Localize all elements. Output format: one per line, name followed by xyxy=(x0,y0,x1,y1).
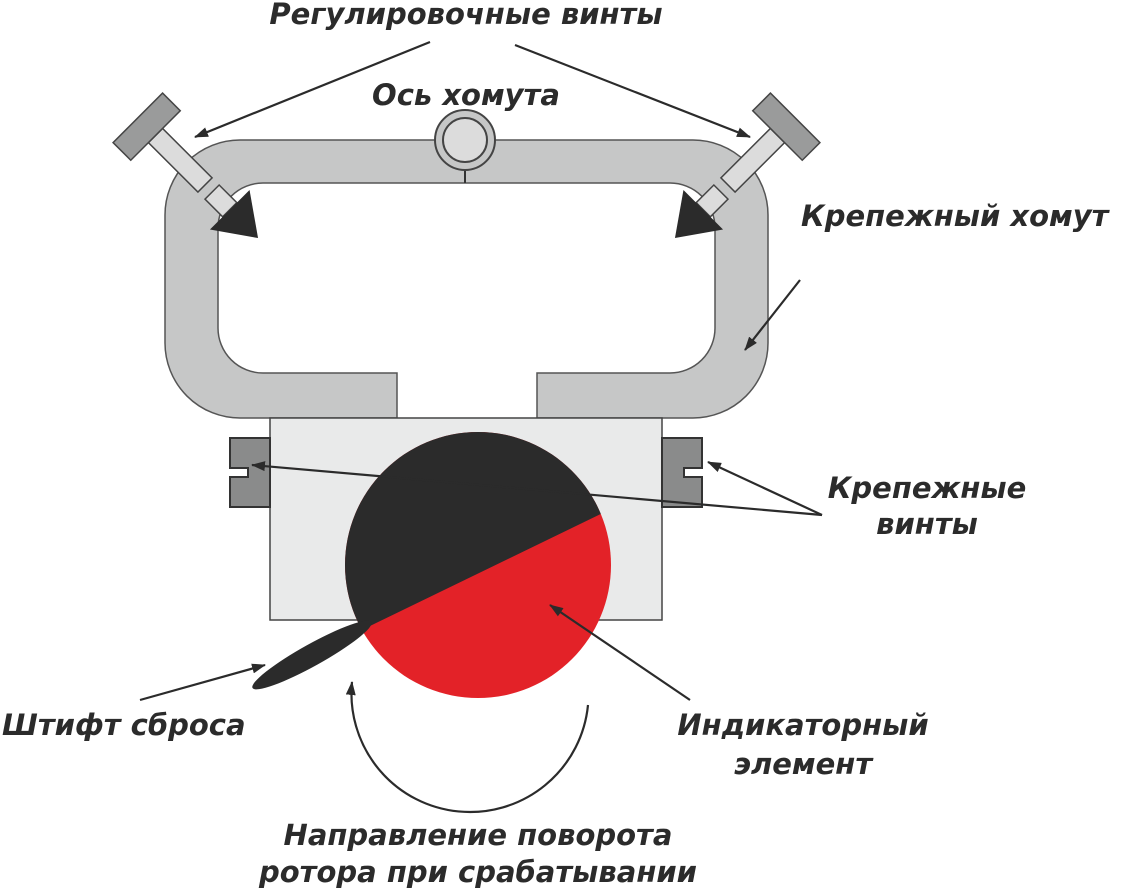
mounting-clamp xyxy=(164,139,769,419)
mounting-screw-right xyxy=(661,437,703,508)
label-mounting-screws-2: винты xyxy=(876,507,978,541)
label-reset-pin: Штифт сброса xyxy=(2,708,246,742)
reset-pin xyxy=(252,620,372,690)
leader-arrows xyxy=(139,40,823,702)
label-rotation-2: ротора при срабатывании xyxy=(258,855,697,889)
label-rotation-1: Направление поворота xyxy=(284,818,673,852)
label-indicator-1: Индикаторный xyxy=(677,708,928,742)
clamp-axis-icon xyxy=(434,109,496,171)
label-mounting-screws-1: Крепежные xyxy=(828,471,1027,505)
mounting-screw-left xyxy=(229,437,271,508)
rotation-arrow xyxy=(345,681,590,814)
adjusting-screw-right xyxy=(674,92,821,239)
label-adjusting-screws: Регулировочные винты xyxy=(269,0,662,31)
adjusting-screw-left xyxy=(112,92,259,239)
label-clamp-axis: Ось хомута xyxy=(372,78,560,112)
label-mounting-clamp: Крепежный хомут xyxy=(801,199,1111,233)
label-indicator-2: элемент xyxy=(734,747,875,781)
